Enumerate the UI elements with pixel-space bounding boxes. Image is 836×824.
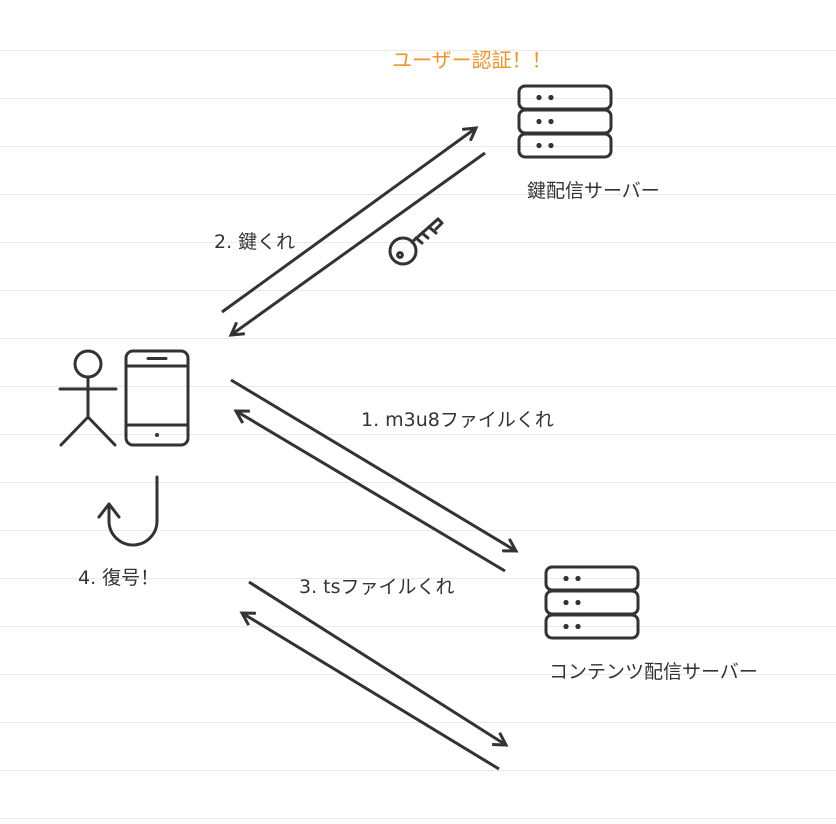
arrow-m3u8-request (230, 378, 516, 573)
return-arrow-icon (97, 475, 159, 547)
step1-label: 1. m3u8ファイルくれ (361, 409, 554, 431)
step2-label: 2. 鍵くれ (214, 231, 296, 253)
arrow-ts-request (242, 580, 506, 771)
content-server-icon (544, 565, 640, 640)
step4-label: 4. 復号！ (78, 567, 160, 589)
person-icon (58, 349, 118, 447)
content-server-label: コンテンツ配信サーバー (549, 661, 758, 683)
arrow-key-request (221, 128, 486, 335)
key-icon (388, 217, 444, 266)
key-server-label: 鍵配信サーバー (527, 180, 660, 202)
step3-label: 3. tsファイルくれ (299, 576, 455, 598)
smartphone-icon (124, 349, 190, 447)
key-server-icon (517, 84, 613, 159)
auth-note: ユーザー認証！！ (392, 48, 552, 72)
